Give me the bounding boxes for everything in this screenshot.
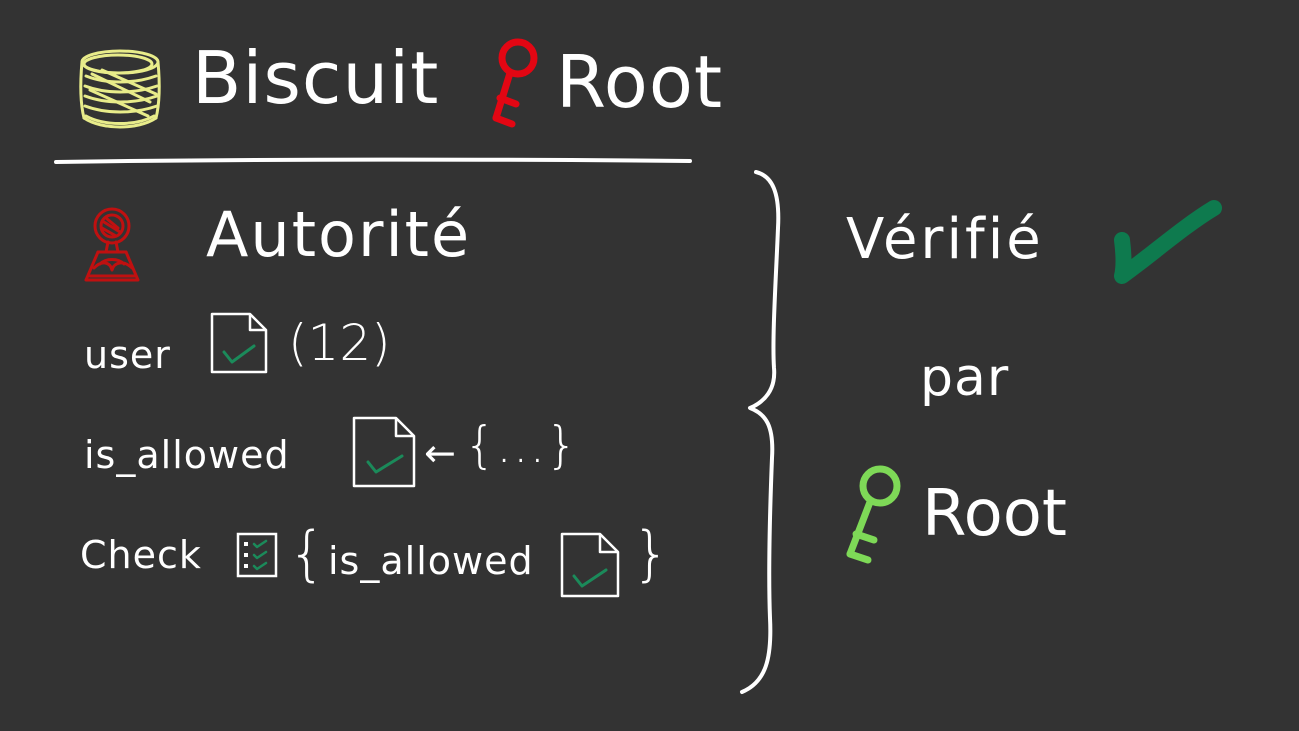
check-inner-is-allowed: is_allowed — [328, 539, 534, 583]
rule-is-allowed-label: is_allowed — [84, 433, 290, 477]
fact-document-icon — [210, 312, 268, 374]
green-checkmark-icon — [1114, 200, 1222, 284]
biscuit-icon — [79, 49, 161, 129]
authority-seal-icon — [84, 207, 140, 282]
title-root: Root — [556, 40, 724, 124]
verified-label: Vérifié — [846, 207, 1044, 272]
checklist-icon — [236, 532, 278, 578]
authority-heading: Autorité — [206, 198, 472, 271]
green-key-icon — [846, 465, 901, 564]
check-open-brace: { — [288, 519, 327, 589]
check-document-icon — [560, 532, 620, 598]
title-underline — [54, 157, 692, 164]
fact-user-args: (12) — [288, 314, 391, 372]
root-label: Root — [922, 477, 1067, 551]
rule-arrow: ← — [424, 431, 457, 475]
check-close-brace: } — [632, 519, 671, 589]
check-label: Check — [80, 533, 202, 577]
fact-user-label: user — [84, 333, 171, 377]
by-label: par — [920, 348, 1010, 408]
rule-document-icon — [352, 416, 416, 488]
right-curly-brace — [740, 170, 781, 694]
rule-body: {…} — [464, 416, 578, 474]
red-key-icon — [492, 38, 538, 128]
title-biscuit: Biscuit — [192, 36, 440, 120]
